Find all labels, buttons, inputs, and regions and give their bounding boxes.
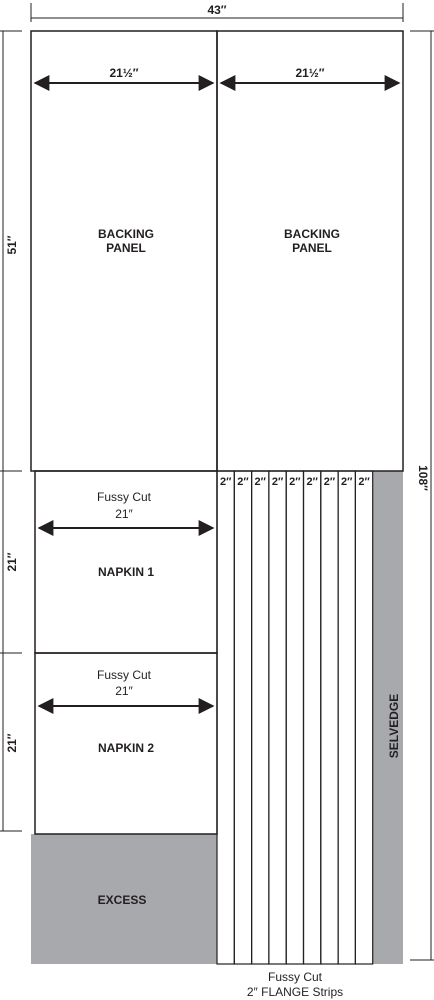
flange-strip-width-label: 2″ xyxy=(324,476,336,488)
flange-strip-width-label: 2″ xyxy=(220,476,232,488)
napkin-1-height-label: 21″ xyxy=(5,552,19,571)
excess-area xyxy=(31,834,217,964)
flange-strip xyxy=(354,470,374,965)
flange-strip-width-label: 2″ xyxy=(255,476,267,488)
flange-strip xyxy=(216,470,235,965)
flange-strip-width-label: 2″ xyxy=(272,476,284,488)
napkin-1-width-label: 21″ xyxy=(115,507,133,521)
flange-strip xyxy=(233,470,253,965)
total-length-label: 108″ xyxy=(416,465,430,491)
excess-label: EXCESS xyxy=(98,893,147,907)
flange-strip xyxy=(337,470,357,965)
total-width-label: 43″ xyxy=(207,3,226,17)
flange-strips: 2″ 2″ 2″ 2″ 2″ 2″ 2″ 2″ 2″ xyxy=(216,470,374,965)
napkin-2-name: NAPKIN 2 xyxy=(98,741,154,755)
flange-strip-width-label: 2″ xyxy=(306,476,318,488)
flange-strip-width-label: 2″ xyxy=(341,476,353,488)
left-dimension-lines xyxy=(0,30,22,832)
flange-strip-width-label: 2″ xyxy=(289,476,301,488)
flange-strip xyxy=(302,470,322,965)
flange-strip-width-label: 2″ xyxy=(358,476,370,488)
backing-right-label-1: BACKING xyxy=(284,227,340,241)
selvedge-label: SELVEDGE xyxy=(387,694,401,758)
flange-strip xyxy=(268,470,287,965)
flange-strip xyxy=(320,470,339,965)
napkin-2-width-label: 21″ xyxy=(115,684,133,698)
total-length-dimension xyxy=(410,30,434,961)
flange-caption-line-1: Fussy Cut xyxy=(268,970,323,984)
backing-right-label-2: PANEL xyxy=(292,241,332,255)
panel-left-width-label: 21½″ xyxy=(109,66,138,80)
total-width-dimension xyxy=(30,3,404,22)
backing-left-label-2: PANEL xyxy=(106,241,146,255)
panel-right-width-label: 21½″ xyxy=(295,66,324,80)
backing-left-label-1: BACKING xyxy=(98,227,154,241)
flange-strip-width-label: 2″ xyxy=(237,476,249,488)
napkin-2-height-label: 21″ xyxy=(5,733,19,752)
selvedge-area xyxy=(373,471,403,964)
flange-strip xyxy=(251,470,270,965)
flange-caption-line-2: 2″ FLANGE Strips xyxy=(247,985,343,999)
napkin-1-cut-label: Fussy Cut xyxy=(97,490,152,504)
flange-strip xyxy=(285,470,305,965)
backing-height-label: 51″ xyxy=(5,235,19,254)
napkin-1-name: NAPKIN 1 xyxy=(98,565,154,579)
napkin-2-cut-label: Fussy Cut xyxy=(97,668,152,682)
